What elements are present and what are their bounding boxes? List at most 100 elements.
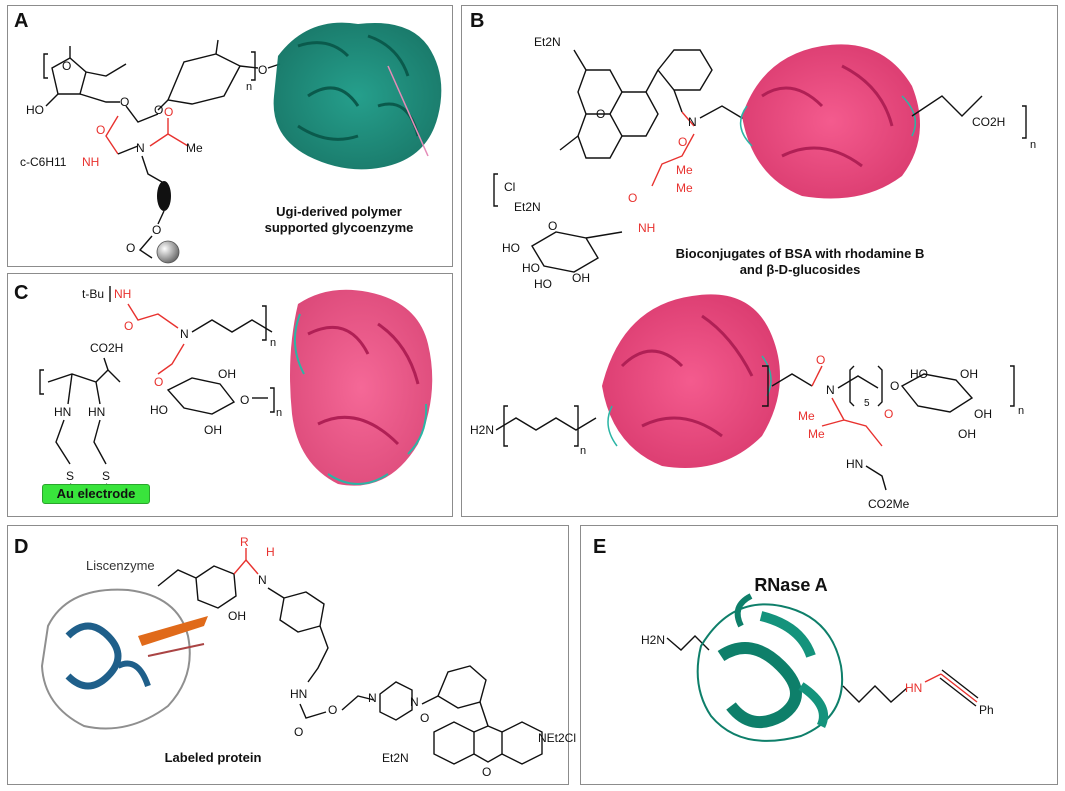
atom-b-o-xan: O (596, 107, 605, 121)
atom-d-oh: OH (228, 609, 246, 623)
atom-a-nh: NH (82, 155, 99, 169)
atom-e-hn: HN (905, 681, 922, 695)
atom-b-et2n2: Et2N (514, 200, 541, 214)
atom-c-tbu: t-Bu (82, 287, 104, 301)
atom-e-h2n: H2N (641, 633, 665, 647)
atom-b-co2h: CO2H (972, 115, 1005, 129)
atom-c-oh: OH (218, 367, 236, 381)
atom-d-h: H (266, 545, 275, 559)
atom-b-oh6: OH (974, 407, 992, 421)
atom-d-net2cl: NEt2Cl (538, 731, 576, 745)
atom-d-n: N (258, 573, 267, 587)
atom-c-co2h: CO2H (90, 341, 123, 355)
panel-d-structure: Liscenzyme OH R H N HN O O N N O (40, 535, 576, 779)
panel-b-label: B (470, 10, 485, 32)
atom-b-oh5: OH (960, 367, 978, 381)
atom-b-n4: n (1018, 405, 1024, 417)
atom-c-n: N (180, 327, 189, 341)
atom-b-n-sub: n (1030, 139, 1036, 151)
atom-a-o6: O (164, 105, 173, 119)
atom-a-o5: O (96, 123, 105, 137)
lysozyme-label: Liscenzyme (86, 558, 155, 573)
atom-d-o4: O (482, 765, 491, 779)
atom-a-n: n (246, 81, 252, 93)
atom-c-o: O (124, 319, 133, 333)
atom-d-o2: O (328, 703, 337, 717)
atom-c-n-sub: n (276, 407, 282, 419)
atom-b-nh: NH (638, 221, 655, 235)
panel-e-structure: H2N HN Ph (641, 593, 994, 742)
atom-b-oh7: OH (958, 427, 976, 441)
protein-lysozyme (40, 588, 208, 730)
atom-c-hn1: HN (54, 405, 71, 419)
panel-a-structure: O HO O O O n O NH c-C6H11 N O Me O O (20, 22, 442, 264)
atom-b-o3: O (816, 353, 825, 367)
atom-c-s2: S (102, 469, 110, 483)
atom-c-nh: NH (114, 287, 131, 301)
atom-a-me: Me (186, 141, 203, 155)
atom-c-oh2: OH (204, 423, 222, 437)
atom-b-n: N (688, 115, 697, 129)
atom-c-hn2: HN (88, 405, 105, 419)
panel-c-structure: t-Bu NH O N n CO2H O OH HO OH O n HN HN … (39, 286, 433, 489)
atom-b-co2me: CO2Me (868, 497, 910, 511)
atom-c-o3: O (240, 393, 249, 407)
atom-b-n2: n (580, 445, 586, 457)
atom-b-s: 5 (864, 398, 870, 409)
au-electrode-badge: Au electrode (42, 484, 150, 504)
atom-b-oh2: OH (572, 271, 590, 285)
protein-electrode (290, 289, 433, 486)
atom-d-o: O (294, 725, 303, 739)
atom-d-n2: N (368, 691, 377, 705)
atom-b-cl: Cl (504, 180, 515, 194)
atom-b-et2n: Et2N (534, 35, 561, 49)
panel-e-label: E (593, 536, 607, 558)
protein-bsa-top (739, 44, 920, 199)
atom-c-o2: O (154, 375, 163, 389)
atom-b-o4: O (890, 379, 899, 393)
atom-b-o5: O (884, 407, 893, 421)
atom-b-ho3: HO (534, 277, 552, 291)
atom-a-o1: O (62, 59, 71, 73)
atom-b-oh: HO (522, 261, 540, 275)
atom-a-o8: O (126, 241, 135, 255)
panel-c: C t-Bu NH O N n CO2H O OH HO OH O n HN H… (7, 273, 453, 517)
atom-b-me4: Me (808, 427, 825, 441)
atom-d-r: R (240, 535, 249, 549)
atom-e-ph: Ph (979, 703, 994, 717)
panel-b: B Et2N O O N Cl Et2N Me Me O NH O HO HO … (461, 5, 1058, 517)
protein-bsa-bottom (602, 294, 780, 468)
atom-b-ho4: HO (910, 367, 928, 381)
atom-a-o7: O (152, 223, 161, 237)
atom-b-glc-o: O (548, 219, 557, 233)
atom-c-ho: HO (150, 403, 168, 417)
panel-b-caption: Bioconjugates of BSA with rhodamine B an… (675, 246, 925, 277)
atom-b-hn: HN (846, 457, 863, 471)
atom-d-et2n: Et2N (382, 751, 409, 765)
atom-d-hn: HN (290, 687, 307, 701)
panel-e: E RNase A H2N HN Ph (580, 525, 1058, 785)
protein-glycoenzyme (273, 22, 442, 170)
atom-a-o4: O (258, 63, 267, 77)
atom-d-n3: N (410, 695, 419, 709)
panel-d-label: D (14, 536, 29, 558)
atom-b-me3: Me (798, 409, 815, 423)
atom-b-o2: O (628, 191, 637, 205)
panel-a: A O HO O O O n O NH c-C6H11 N O Me (7, 5, 453, 267)
atom-b-o: O (678, 135, 687, 149)
panel-d: D Liscenzyme OH R H N HN O O N N O (7, 525, 576, 785)
panel-d-caption: Labeled protein (164, 750, 262, 765)
atom-a-ho: HO (26, 103, 44, 117)
atom-c-n2: n (270, 337, 276, 349)
panel-a-caption: Ugi-derived polymer supported glycoenzym… (264, 204, 414, 235)
panel-b-structure: Et2N O O N Cl Et2N Me Me O NH O HO HO OH… (470, 35, 1036, 511)
atom-b-h2n: H2N (470, 423, 494, 437)
atom-b-n3: N (826, 383, 835, 397)
atom-a-o2: O (120, 95, 129, 109)
atom-c-s1: S (66, 469, 74, 483)
panel-c-label: C (14, 282, 29, 304)
atom-a-c6: c-C6H11 (20, 155, 67, 169)
panel-e-title: RNase A (754, 575, 828, 595)
atom-b-ho1: HO (502, 241, 520, 255)
protein-rnase-a (696, 593, 844, 742)
